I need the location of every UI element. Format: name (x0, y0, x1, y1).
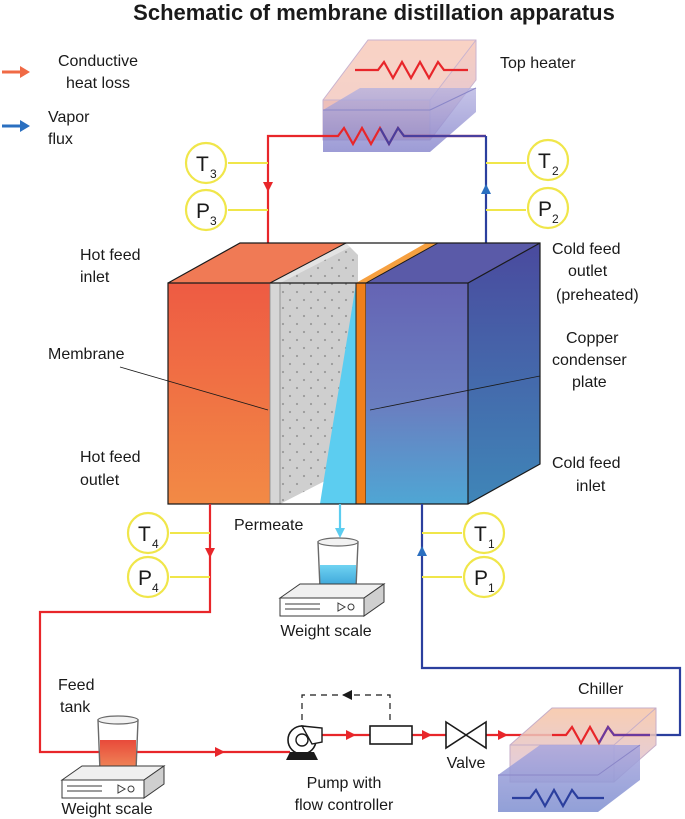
hot-supply-arrow (263, 182, 273, 192)
svg-text:P: P (196, 200, 210, 223)
membrane-module (167, 242, 541, 505)
hot-outlet-arrow (205, 548, 215, 558)
cold-feed-outlet-label-1: Cold feed (552, 241, 621, 258)
svg-text:2: 2 (552, 212, 559, 226)
cold-feed-arrow (417, 546, 427, 556)
svg-text:1: 1 (488, 581, 495, 595)
sensor-p1: P 1 (462, 555, 506, 599)
legend: Conductive heat loss Vapor flux (2, 53, 138, 148)
copper-label-3: plate (572, 374, 607, 391)
sensor-p2: P 2 (526, 186, 570, 230)
hot-feed-channel (168, 283, 270, 504)
hot-feed-inlet-label-1: Hot feed (80, 247, 140, 264)
legend-vapor-label-2: flux (48, 131, 73, 148)
weight-scale-left-label: Weight scale (61, 801, 152, 818)
flow-control-loop (301, 694, 391, 722)
legend-conductive-arrowhead (20, 66, 30, 78)
copper-label-2: condenser (552, 352, 627, 369)
weight-scale-center (278, 583, 386, 617)
pump-label-2: flow controller (295, 797, 394, 814)
pump-icon (286, 725, 323, 760)
valve-icon (445, 720, 487, 750)
sensor-t3: T 3 (184, 141, 228, 185)
cold-feed-inlet-label-1: Cold feed (552, 455, 621, 472)
feed-tank-label-1: Feed (58, 677, 94, 694)
membrane-leader-line (119, 366, 269, 411)
hot-feed-outlet-label-1: Hot feed (80, 449, 140, 466)
chiller-label: Chiller (578, 681, 624, 698)
membrane-label: Membrane (48, 346, 125, 363)
cold-feed-outlet-label-2: outlet (568, 263, 608, 280)
chiller (498, 707, 657, 812)
svg-text:3: 3 (210, 214, 217, 228)
sensor-t2: T 2 (526, 138, 570, 182)
feed-tank-beaker (97, 715, 139, 772)
svg-text:P: P (474, 567, 488, 590)
heater-coil-upper (355, 59, 468, 81)
weight-scale-center-label: Weight scale (280, 623, 371, 640)
flow-controller-icon (369, 725, 413, 745)
permeate-film (320, 283, 356, 504)
svg-text:T: T (474, 523, 487, 546)
svg-text:2: 2 (552, 164, 559, 178)
diagram-title: Schematic of membrane distillation appar… (133, 0, 615, 25)
copper-condenser-plate (356, 283, 366, 504)
feed-tank-label-2: tank (60, 699, 91, 716)
svg-text:4: 4 (152, 581, 159, 595)
sensor-p4: P 4 (126, 555, 170, 599)
pump-label-1: Pump with (307, 775, 382, 792)
svg-text:T: T (138, 523, 151, 546)
cold-feed-pipe (420, 504, 682, 737)
cold-feed-outlet-label-3: (preheated) (556, 287, 639, 304)
sensor-t4: T 4 (126, 511, 170, 555)
permeate-beaker (317, 537, 359, 589)
sensor-p3: P 3 (184, 188, 228, 232)
svg-text:T: T (538, 150, 551, 173)
legend-conductive-label-2: heat loss (66, 75, 130, 92)
cold-return-arrow (481, 184, 491, 194)
valve-label: Valve (447, 755, 486, 772)
copper-leader-line (369, 375, 541, 411)
svg-text:3: 3 (210, 167, 217, 181)
hot-supply-pipe (266, 134, 300, 243)
weight-scale-left (60, 765, 166, 799)
top-heater (300, 39, 486, 152)
cold-feed-inlet-label-2: inlet (576, 478, 606, 495)
sensor-t1: T 1 (462, 511, 506, 555)
chiller-coil-lower (512, 787, 604, 809)
legend-vapor-label-1: Vapor (48, 109, 90, 126)
svg-text:P: P (138, 567, 152, 590)
legend-vapor-arrowhead (20, 120, 30, 132)
hot-feed-outlet-label-2: outlet (80, 472, 120, 489)
legend-conductive-label-1: Conductive (58, 53, 138, 70)
hot-feed-inlet-label-2: inlet (80, 269, 110, 286)
copper-label-1: Copper (566, 330, 619, 347)
svg-text:T: T (196, 153, 209, 176)
svg-text:1: 1 (488, 537, 495, 551)
svg-text:4: 4 (152, 537, 159, 551)
svg-text:P: P (538, 198, 552, 221)
top-heater-label: Top heater (500, 55, 576, 72)
permeate-label: Permeate (234, 517, 303, 534)
